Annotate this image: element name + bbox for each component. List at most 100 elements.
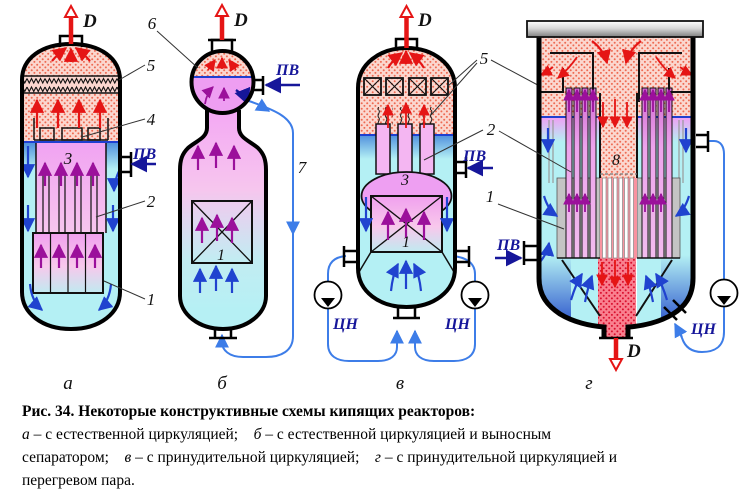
chimney-stubs	[39, 127, 101, 141]
core-cross	[191, 200, 253, 264]
feedwater-inlet	[120, 152, 156, 177]
pump	[709, 278, 739, 308]
callout-6: 6	[148, 14, 157, 33]
tube-arrows	[563, 88, 675, 212]
caption-letter-a: а	[22, 426, 30, 443]
vessel-shell	[536, 37, 696, 338]
bottom-nozzle	[209, 329, 237, 340]
reactor-g: 2 1 8 ПВ ЦН D г	[423, 20, 739, 394]
scheme-letter-b: б	[217, 373, 228, 394]
reactor-v-interior	[358, 48, 455, 307]
reactor-b-interior	[180, 110, 266, 329]
drum-water	[191, 77, 254, 113]
core	[191, 200, 253, 264]
callouts-g: 2 1 8 ПВ ЦН D г	[423, 120, 716, 394]
reactor-a: D 5 4 ПВ 3 2 1 а	[20, 3, 157, 394]
callouts-a: D 5 4 ПВ 3 2 1 а	[63, 11, 157, 394]
steam-outlet	[608, 338, 624, 373]
steam-arrows	[29, 47, 108, 128]
d-label: D	[233, 10, 248, 31]
caption-title: Рис. 34. Некоторые конструктивные схемы …	[22, 403, 476, 420]
riser-arrows	[33, 161, 103, 268]
vessel-shell	[178, 110, 268, 332]
steam-outlet	[398, 3, 415, 48]
separator-band	[24, 76, 118, 93]
riser-shroud	[36, 141, 106, 233]
inlet-arrows	[192, 264, 240, 293]
side-outlet-stub	[696, 131, 710, 152]
reactor-a-interior	[22, 44, 120, 329]
d-label: D	[626, 341, 641, 362]
caption-letter-g: г	[374, 449, 381, 466]
core-skirt	[358, 251, 455, 273]
pump-left	[313, 280, 343, 310]
caption-text: сепаратором;	[22, 449, 125, 466]
label-8: 8	[612, 152, 620, 169]
caption-text: – с принудительной циркуляцией;	[131, 449, 375, 466]
caption-line-3: сепаратором; в – с принудительной циркул…	[22, 446, 728, 469]
pump-triangle-icon	[468, 298, 482, 307]
label-3: 3	[63, 149, 73, 168]
riser-arrows	[190, 141, 242, 243]
core-label-1: 1	[402, 234, 410, 251]
drum-water-arrows	[201, 86, 230, 105]
drum-steam-arrows	[204, 56, 240, 72]
feedwater-inlet	[253, 76, 300, 95]
riser-tubes	[375, 123, 435, 175]
callouts-v: D 5 ПВ 3 1 ЦН ЦН в	[332, 10, 548, 394]
pump-triangle-icon	[321, 298, 335, 307]
callout-5: 5	[480, 49, 489, 68]
caption-text: – с принудительной циркуляцией и	[380, 449, 618, 466]
scheme-letter-a: а	[63, 373, 73, 394]
caption-letter-b: б	[253, 426, 262, 443]
reactor-v: D 5 ПВ 3 1 ЦН ЦН в	[313, 3, 548, 394]
vessel-shell	[356, 45, 457, 310]
downcomer-arrows	[358, 197, 455, 292]
feedwater-inlet	[455, 157, 493, 178]
cyclone-separators	[363, 77, 449, 96]
separator-drum	[189, 49, 256, 115]
vessel-lid	[526, 20, 704, 38]
side-outlet-stubs	[342, 246, 471, 267]
pump-left-label: ЦН	[332, 316, 358, 333]
reactor-b: 6 D ПВ 7 1 б	[148, 2, 308, 394]
pump-right	[460, 280, 490, 310]
caption-line-2: а – с естественной циркуляцией; б – с ес…	[22, 423, 728, 446]
pv-label: ПВ	[132, 146, 156, 163]
figure-caption: Рис. 34. Некоторые конструктивные схемы …	[22, 400, 728, 492]
water-arrows	[539, 128, 693, 303]
pv-label: ПВ	[462, 148, 486, 165]
separator-band-borders	[24, 75, 118, 94]
core-arrows	[380, 207, 432, 240]
steam-arrows	[382, 49, 430, 128]
scheme-letter-v: в	[396, 373, 404, 394]
pump-label: ЦН	[690, 321, 716, 338]
callouts-b: 6 D ПВ 7 1 б	[148, 10, 308, 394]
label-3: 3	[400, 172, 409, 189]
callout-2: 2	[487, 120, 496, 139]
callout-2: 2	[147, 192, 156, 211]
core-label-1: 1	[217, 247, 225, 264]
d-label: D	[82, 11, 97, 32]
callout-5: 5	[147, 56, 156, 75]
steam-outlet	[63, 3, 79, 44]
reactor-diagrams: D 5 4 ПВ 3 2 1 а	[20, 2, 739, 394]
feedwater-inlet	[495, 241, 539, 267]
callout-1: 1	[147, 290, 156, 309]
circulation-loop	[674, 140, 739, 354]
bottom-return-stub	[663, 299, 687, 321]
riser-shroud-walls	[35, 141, 107, 233]
callout-1: 1	[486, 187, 495, 206]
bottom-nozzle	[393, 306, 420, 320]
pv-label: ПВ	[275, 62, 299, 79]
reactor-g-interior	[539, 37, 693, 338]
center-tubes	[602, 177, 634, 259]
caption-letter-v: в	[124, 449, 132, 466]
caption-text: – с естественной циркуляцией и выносным	[261, 426, 552, 443]
pipe-label-7: 7	[298, 158, 308, 177]
pump-right-label: ЦН	[444, 316, 470, 333]
circulation-loops	[313, 255, 490, 362]
pv-label: ПВ	[496, 237, 520, 254]
pump-triangle-icon	[717, 296, 731, 305]
